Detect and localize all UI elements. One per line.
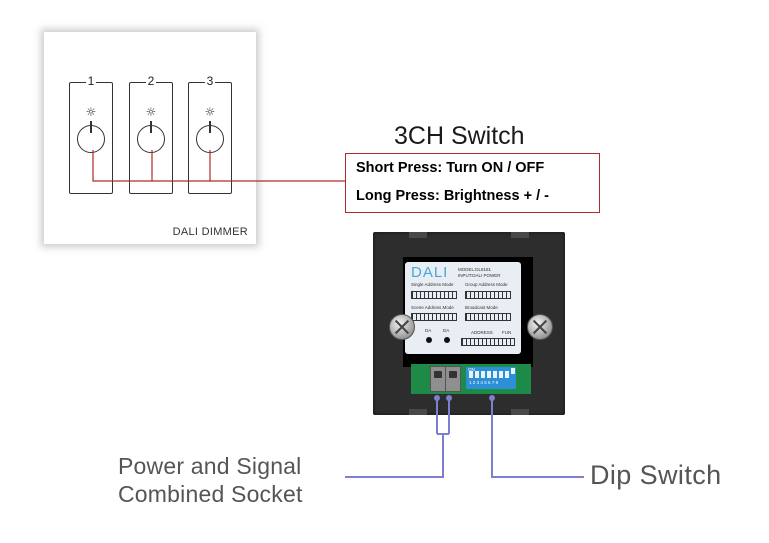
scene-address-diagram: [411, 313, 457, 321]
function-callout-box: Short Press: Turn ON / OFF Long Press: B…: [345, 153, 600, 213]
broadcast-diagram: [465, 313, 511, 321]
dip-key: [505, 371, 509, 378]
power-label-line-2: Combined Socket: [118, 481, 303, 507]
dip-on-label: ON: [468, 367, 475, 372]
notch: [511, 232, 529, 238]
key-1-number: 1: [85, 74, 97, 88]
single-address-mode-text: Single Address Mode: [411, 282, 454, 287]
callout-line-key-1: [92, 150, 345, 182]
dip-key: [481, 371, 485, 378]
dali-logo: DALI: [411, 264, 449, 281]
switch-title: 3CH Switch: [394, 122, 525, 150]
power-signal-label: Power and Signal Combined Socket: [118, 452, 303, 508]
sun-icon: ☼: [85, 105, 97, 119]
key-2-number: 2: [145, 74, 157, 88]
model-line-2: INPUT:DALI POWER: [458, 273, 501, 278]
model-line-1: MODEL:DL8181: [458, 267, 492, 272]
short-press-text: Short Press: Turn ON / OFF: [356, 160, 545, 176]
da-left-text: DA: [425, 328, 432, 333]
power-button-icon: [77, 121, 105, 153]
power-button-icon: [196, 121, 224, 153]
long-press-text: Long Press: Brightness + / -: [356, 188, 549, 204]
address-label: ADDRESS: [471, 330, 493, 335]
dip-dot: [489, 395, 495, 401]
sun-icon: ☼: [204, 105, 216, 119]
dip-switch: ON 12345678: [466, 367, 516, 389]
power-signal-socket: [411, 364, 463, 394]
fun-label: FUN: [502, 330, 512, 335]
notch: [409, 232, 427, 238]
dip-key: [475, 371, 479, 378]
dip-key: [511, 368, 515, 374]
terminal-right: [445, 366, 461, 392]
panel-label: DALI DIMMER: [172, 226, 248, 238]
group-address-mode-text: Group Address Mode: [465, 282, 508, 287]
connector-dots: [434, 395, 495, 401]
da-right-dot: [444, 337, 450, 343]
socket-leader: [345, 433, 449, 478]
key-3-number: 3: [204, 74, 216, 88]
scene-address-mode-text: Scene Address Mode: [411, 305, 454, 310]
da-left-dot: [426, 337, 432, 343]
notch: [511, 409, 529, 415]
callout-connector: [92, 150, 345, 182]
broadcast-mode-text: Broadcast Mode: [465, 305, 498, 310]
key-2: 2 ☼: [129, 74, 173, 194]
group-address-diagram: [465, 291, 511, 299]
dip-key: [493, 371, 497, 378]
socket-dot-left: [434, 395, 440, 401]
notch: [409, 409, 427, 415]
dali-label-card: DALI MODEL:DL8181 INPUT:DALI POWER Singl…: [405, 262, 521, 354]
power-button-icon: [137, 121, 165, 153]
single-address-diagram: [411, 291, 457, 299]
label-connectors: [345, 398, 584, 478]
dip-numbers: 12345678: [469, 380, 500, 385]
dip-leader: [491, 398, 584, 478]
dip-key: [487, 371, 491, 378]
dali-dimmer-panel: 1 ☼ 2 ☼ 3 ☼ DALI DIMMER: [44, 32, 256, 244]
socket-dot-right: [446, 395, 452, 401]
sun-icon: ☼: [145, 105, 157, 119]
screw-icon: [389, 314, 415, 340]
address-diagram: [461, 338, 515, 346]
key-1: 1 ☼: [69, 74, 113, 194]
dip-switch-label: Dip Switch: [590, 460, 722, 490]
dip-key: [499, 371, 503, 378]
dip-key: [469, 371, 473, 378]
da-right-text: DA: [443, 328, 450, 333]
power-label-line-1: Power and Signal: [118, 453, 302, 479]
screw-icon: [527, 314, 553, 340]
